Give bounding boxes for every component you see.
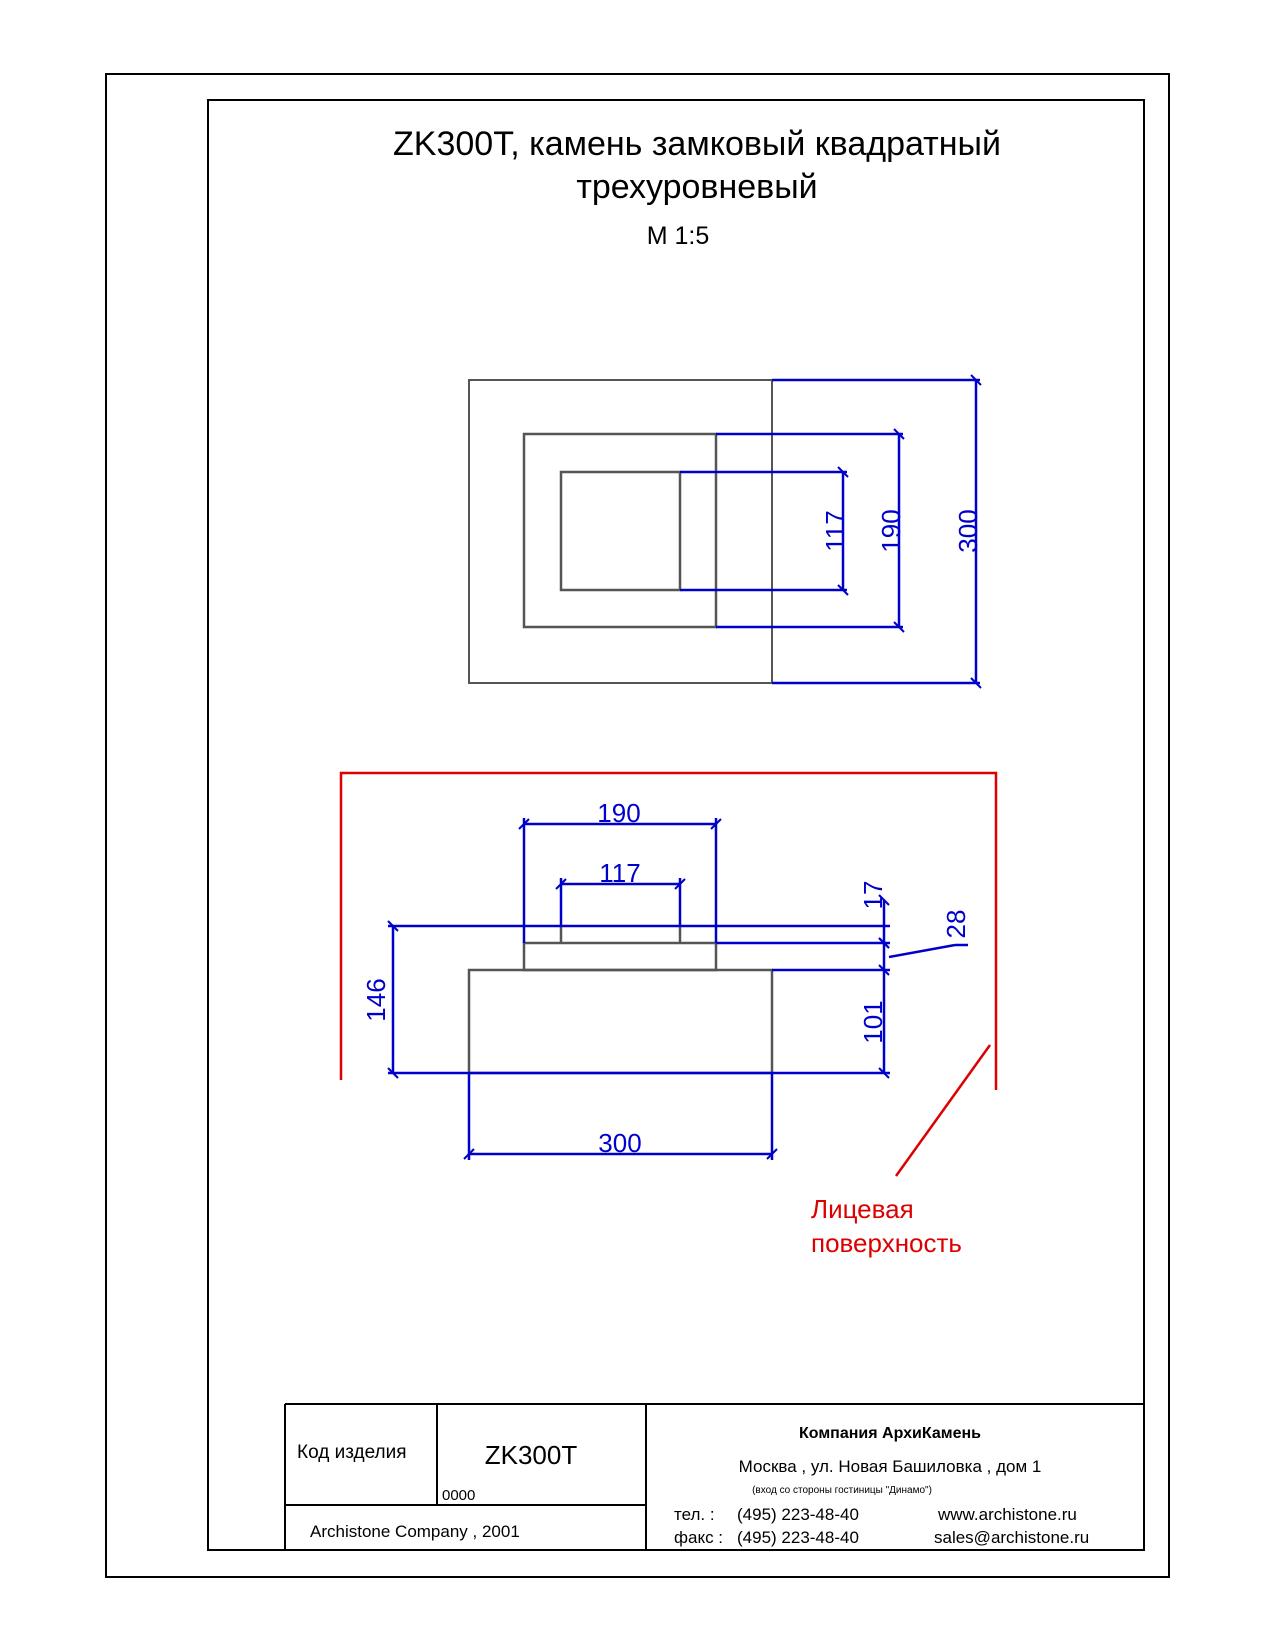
face-label-line2: поверхность (811, 1228, 962, 1258)
outer-frame (105, 73, 1170, 1578)
drawing-scale: М 1:5 (647, 222, 710, 250)
plan-dim-300: 300 (953, 509, 983, 552)
website-link[interactable]: www.archistone.ru (937, 1505, 1077, 1524)
plan-middle-square (522, 432, 718, 629)
product-code-number: 0000 (442, 1487, 475, 1504)
front-middle-step (522, 941, 718, 972)
product-code-label: Код изделия (297, 1442, 407, 1463)
phone-number: (495) 223-48-40 (737, 1505, 859, 1524)
plan-dimension-lines (680, 374, 982, 689)
front-dim-146: 146 (361, 978, 391, 1021)
company-address: Москва , ул. Новая Башиловка , дом 1 (739, 1457, 1042, 1476)
fax-label: факс : (674, 1528, 723, 1547)
front-view: 190 117 300 146 17 28 101 Лицевая поверх… (339, 771, 998, 1258)
company-name: Компания АрхиКамень (799, 1425, 981, 1442)
inner-frame (207, 99, 1145, 1551)
front-dim-28: 28 (941, 910, 971, 939)
product-code-value: ZK300T (485, 1440, 578, 1470)
face-label-line1: Лицевая (811, 1194, 914, 1224)
front-dim-190: 190 (597, 798, 640, 828)
plan-dim-190: 190 (876, 509, 906, 552)
fax-number: (495) 223-48-40 (737, 1528, 859, 1547)
plan-view: 117 190 300 (468, 374, 983, 689)
title-block: Код изделия ZK300T 0000 Archistone Compa… (284, 1403, 1144, 1550)
front-dim-101: 101 (858, 1000, 888, 1043)
front-dim-300: 300 (598, 1128, 641, 1158)
plan-dim-117: 117 (820, 510, 850, 551)
front-dim-17: 17 (858, 881, 888, 910)
drawing-title-line2: трехуровневый (576, 168, 817, 206)
front-base-block (467, 968, 774, 1075)
copyright-text: Archistone Company , 2001 (310, 1522, 520, 1541)
plan-outer-square (468, 379, 773, 684)
company-address-note: (вход со стороны гостиницы "Динамо") (752, 1485, 932, 1496)
drawing-title-line1: ZK300T, камень замковый квадратный (393, 125, 1001, 163)
email-link[interactable]: sales@archistone.ru (934, 1528, 1089, 1547)
face-outline (339, 771, 998, 1090)
plan-inner-square (559, 470, 682, 592)
face-leader-line (894, 1044, 992, 1177)
front-dim-117: 117 (599, 858, 640, 888)
phone-label: тел. : (674, 1505, 715, 1524)
front-dimension-lines (387, 818, 968, 1160)
